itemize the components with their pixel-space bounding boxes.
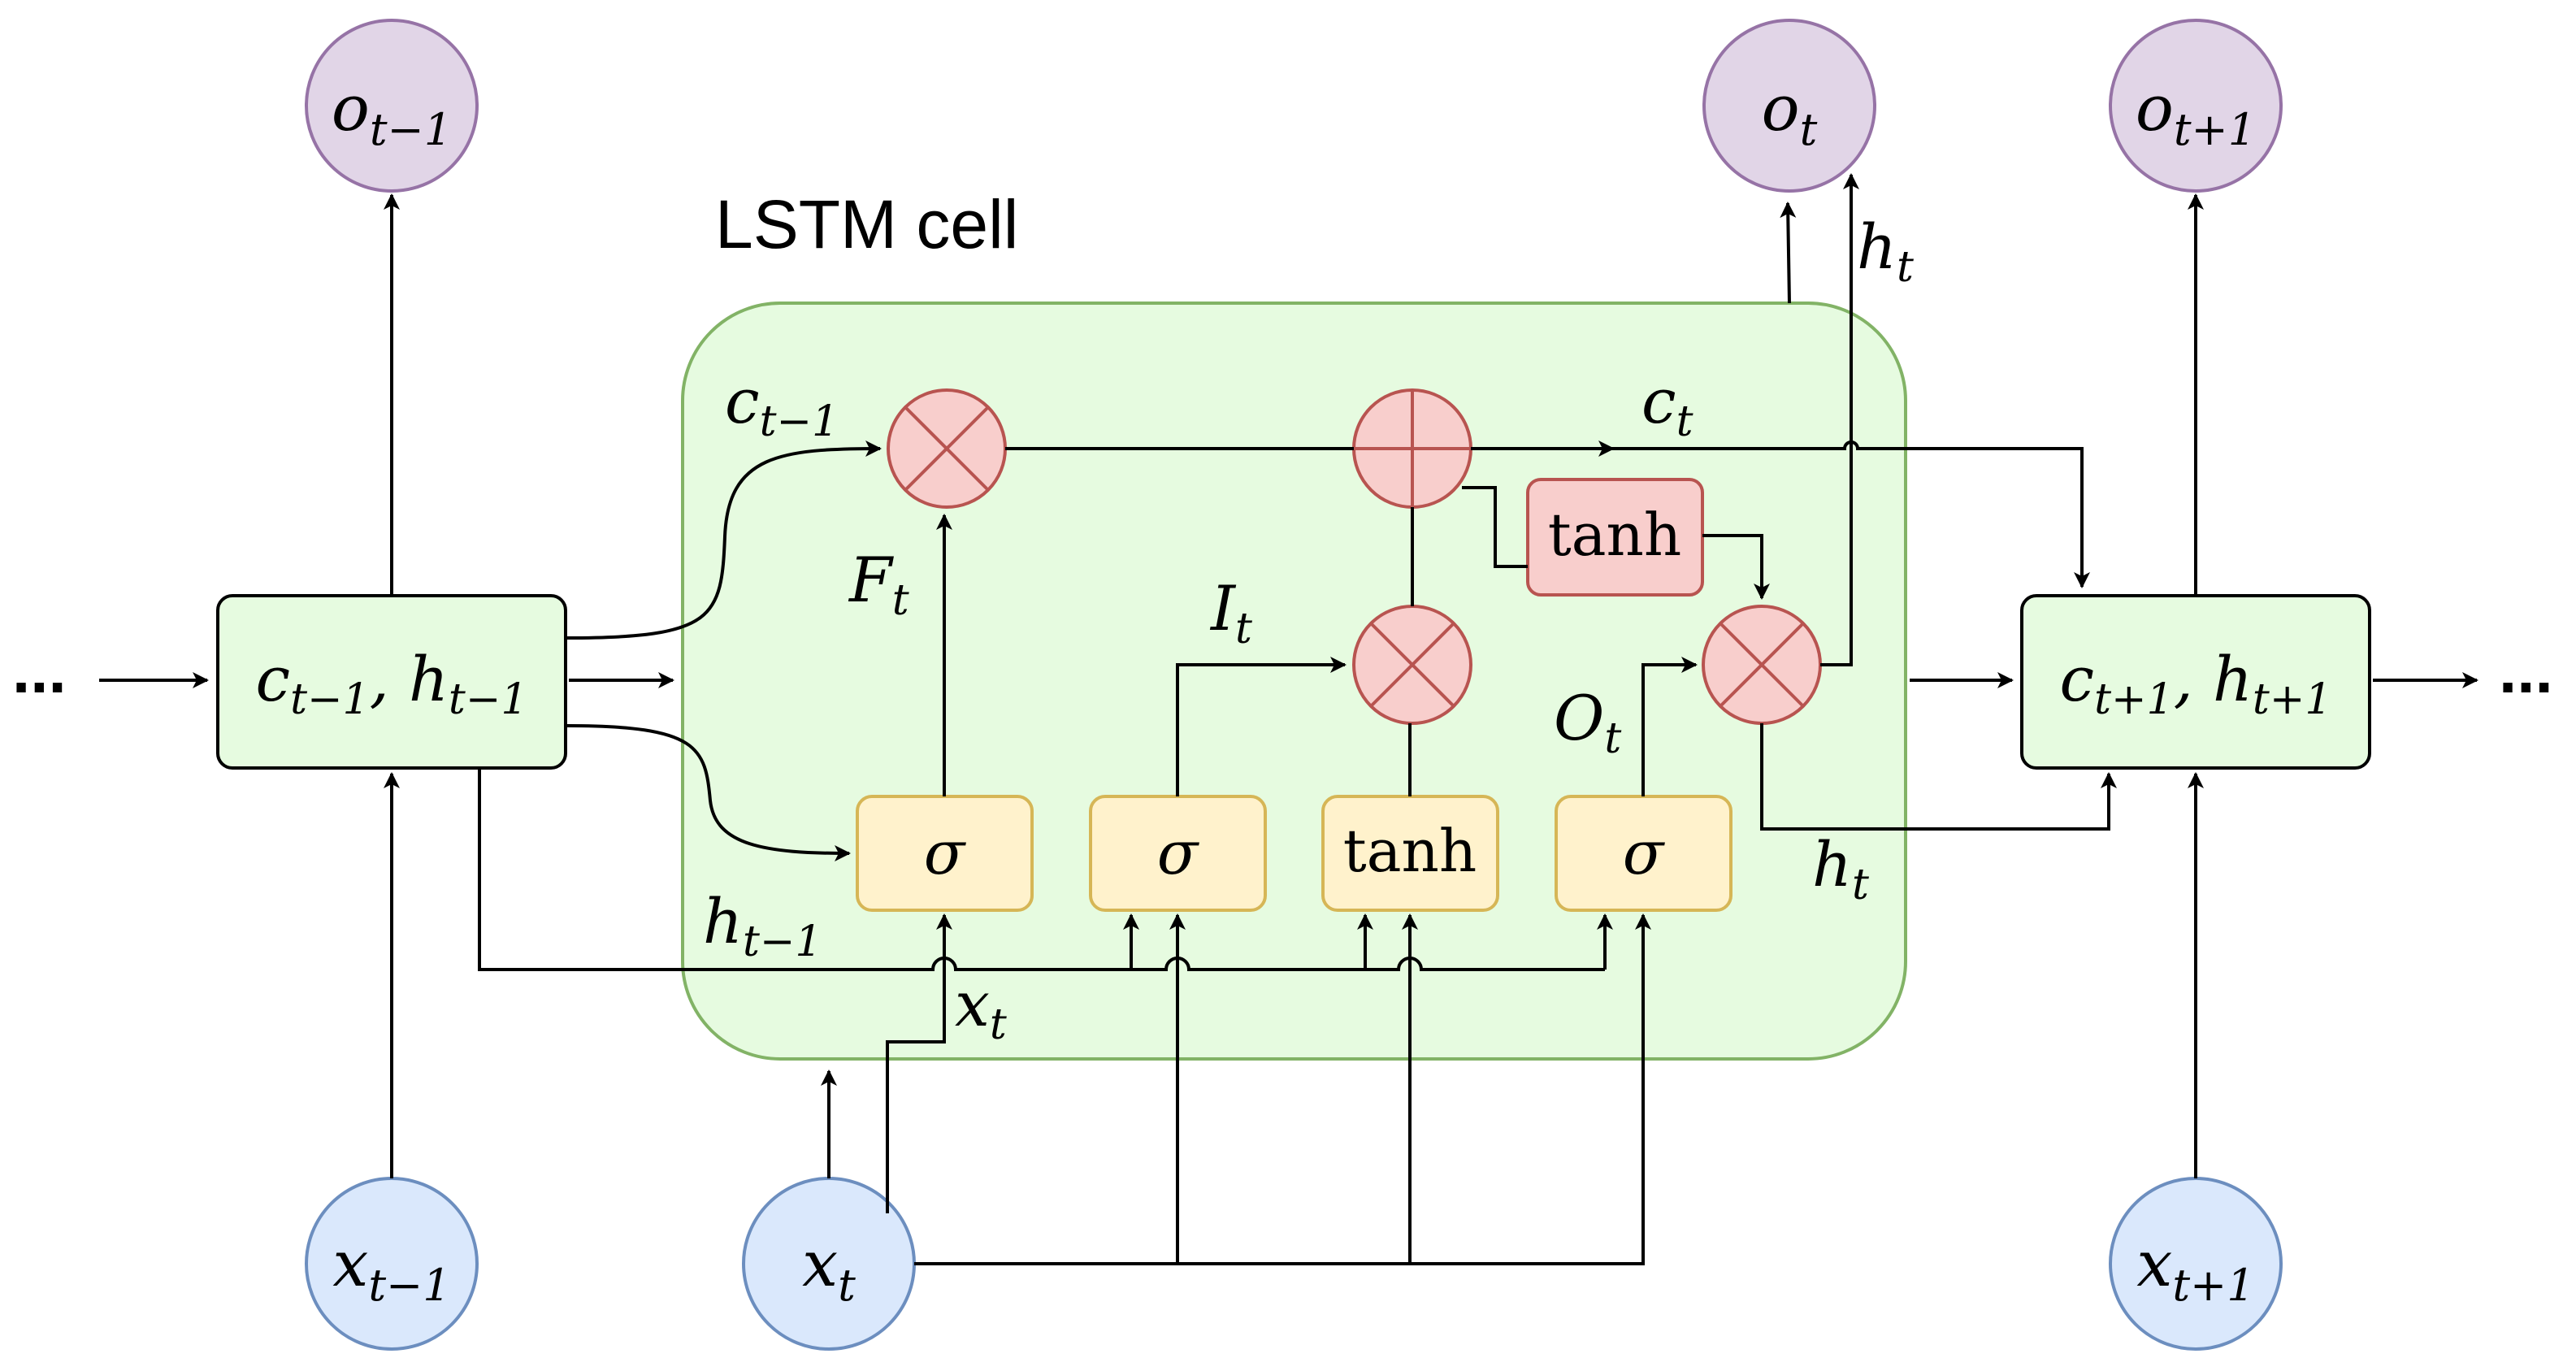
output-gate: σ — [1555, 795, 1733, 912]
ellipsis-right: ... — [2499, 634, 2553, 706]
label-c-prev: ct−1 — [725, 365, 839, 446]
output-multiply-op — [1702, 605, 1822, 725]
svg-text:tanh: tanh — [1343, 817, 1477, 885]
input-node-curr: xt — [742, 1177, 916, 1351]
candidate-gate: tanh — [1321, 795, 1499, 912]
label-O-t: Ot — [1554, 682, 1621, 763]
output-node-prev: ot−1 — [305, 19, 479, 193]
input-node-prev: xt−1 — [305, 1177, 479, 1351]
svg-text:ot−1: ot−1 — [332, 72, 452, 155]
svg-text:tanh: tanh — [1548, 501, 1682, 569]
cell-tanh-box: tanh — [1526, 478, 1704, 597]
output-node-next: ot+1 — [2109, 19, 2283, 193]
cell-add-op — [1352, 388, 1472, 509]
label-h-prev: ht−1 — [703, 885, 822, 966]
svg-text:ot+1: ot+1 — [2136, 72, 2256, 155]
label-I-t: It — [1209, 572, 1252, 653]
label-c-t: ct — [1641, 365, 1693, 446]
output-node-curr: ot — [1702, 19, 1876, 193]
state-box-next: ct+1, ht+1 — [2020, 594, 2371, 770]
ellipsis-left: ... — [12, 634, 67, 706]
forget-gate: σ — [856, 795, 1034, 912]
input-gate: σ — [1089, 795, 1267, 912]
lstm-cell-title: LSTM cell — [715, 186, 1018, 262]
svg-text:xt+1: xt+1 — [2136, 1228, 2254, 1311]
svg-text:ct−1, ht−1: ct−1, ht−1 — [256, 643, 528, 724]
label-x-t: xt — [955, 968, 1007, 1049]
state-box-prev: ct−1, ht−1 — [216, 594, 567, 770]
svg-text:ot: ot — [1762, 72, 1818, 155]
svg-text:xt: xt — [802, 1228, 856, 1311]
svg-text:ct+1, ht+1: ct+1, ht+1 — [2060, 643, 2332, 724]
label-h-t-bottom: ht — [1812, 828, 1869, 909]
input-multiply-op — [1352, 605, 1472, 725]
svg-text:σ: σ — [1157, 818, 1200, 888]
label-F-t: Ft — [848, 544, 909, 625]
connections — [99, 173, 2478, 1265]
svg-text:σ: σ — [1623, 818, 1666, 888]
label-h-t-top: ht — [1857, 210, 1914, 292]
forget-multiply-op — [887, 388, 1007, 509]
svg-text:σ: σ — [924, 818, 967, 888]
input-node-next: xt+1 — [2109, 1177, 2283, 1351]
svg-text:xt−1: xt−1 — [332, 1228, 450, 1311]
